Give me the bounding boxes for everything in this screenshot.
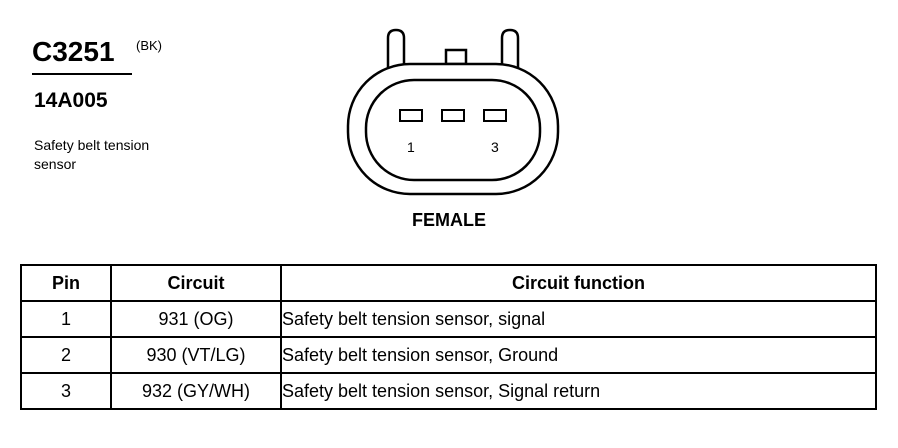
connector-gender: FEMALE — [412, 210, 486, 230]
left-latch-tab — [386, 28, 406, 70]
connector-face-diagram: 1 3 — [346, 28, 560, 196]
cell-circuit: 930 (VT/LG) — [110, 336, 282, 374]
cell-function: Safety belt tension sensor, Ground — [280, 336, 877, 374]
table-row: 1 931 (OG) Safety belt tension sensor, s… — [20, 300, 877, 338]
connector-color: (BK) — [136, 38, 162, 53]
table-row: 3 932 (GY/WH) Safety belt tension sensor… — [20, 372, 877, 410]
title-underline — [32, 73, 132, 75]
part-number: 14A005 — [34, 89, 108, 112]
header-circuit: Circuit — [110, 264, 282, 302]
key-tab — [444, 48, 468, 66]
cell-pin: 1 — [20, 300, 112, 338]
pin-label-1: 1 — [407, 139, 415, 155]
header-circuit-function: Circuit function — [280, 264, 877, 302]
cell-function: Safety belt tension sensor, signal — [280, 300, 877, 338]
outer-housing — [346, 62, 560, 196]
pin-table: Pin Circuit Circuit function 1 931 (OG) … — [20, 264, 877, 410]
cell-circuit: 932 (GY/WH) — [110, 372, 282, 410]
cell-function: Safety belt tension sensor, Signal retur… — [280, 372, 877, 410]
cell-pin: 3 — [20, 372, 112, 410]
pin-label-3: 3 — [491, 139, 499, 155]
right-latch-tab — [500, 28, 520, 70]
cell-pin: 2 — [20, 336, 112, 374]
cell-circuit: 931 (OG) — [110, 300, 282, 338]
terminal-slot-1 — [399, 109, 423, 122]
terminal-slot-3 — [483, 109, 507, 122]
inner-face — [364, 78, 542, 182]
table-row: 2 930 (VT/LG) Safety belt tension sensor… — [20, 336, 877, 374]
terminal-slot-2 — [441, 109, 465, 122]
connector-description: Safety belt tension sensor — [34, 137, 150, 172]
connector-id: C3251 — [32, 36, 115, 67]
table-header-row: Pin Circuit Circuit function — [20, 264, 877, 302]
header-pin: Pin — [20, 264, 112, 302]
